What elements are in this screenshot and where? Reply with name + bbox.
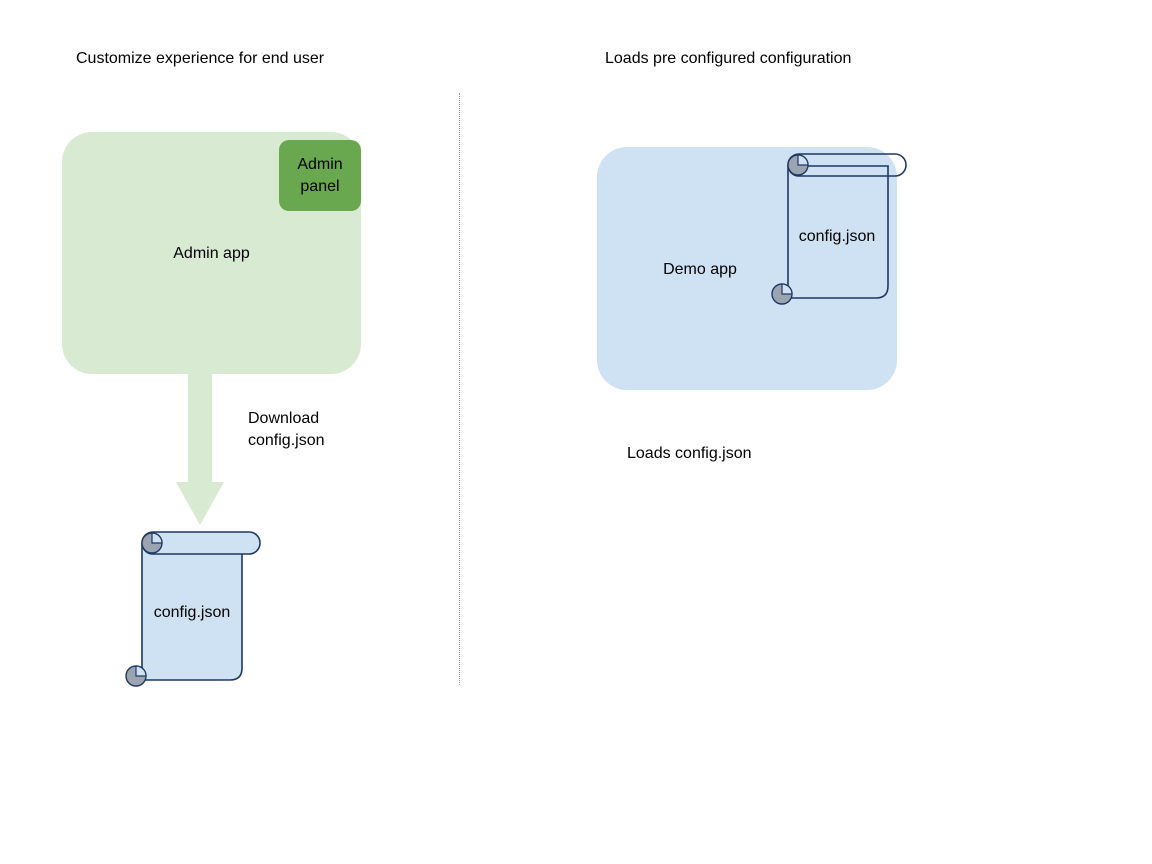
- download-arrow-label-line1: Download: [248, 410, 320, 427]
- admin-panel-label: Admin panel: [297, 155, 343, 195]
- download-arrow-label: Download config.json: [248, 408, 418, 452]
- demo-app-label: Demo app: [663, 261, 737, 278]
- config-json-label-right: config.json: [798, 228, 876, 245]
- config-json-scroll-icon-left[interactable]: [118, 528, 268, 692]
- config-json-scroll-icon-right[interactable]: [768, 152, 914, 310]
- demo-app-box[interactable]: [597, 147, 897, 390]
- panel-divider: [459, 93, 460, 685]
- download-arrow-label-line2: config.json: [248, 432, 325, 449]
- right-panel-title: Loads pre configured configuration: [605, 50, 852, 67]
- left-panel-title: Customize experience for end user: [76, 50, 325, 67]
- admin-app-label: Admin app: [173, 245, 250, 262]
- admin-panel-box[interactable]: Admin panel: [279, 140, 361, 211]
- download-arrow-icon: [176, 372, 224, 525]
- loads-config-caption: Loads config.json: [627, 445, 752, 462]
- config-json-label-left: config.json: [153, 604, 231, 621]
